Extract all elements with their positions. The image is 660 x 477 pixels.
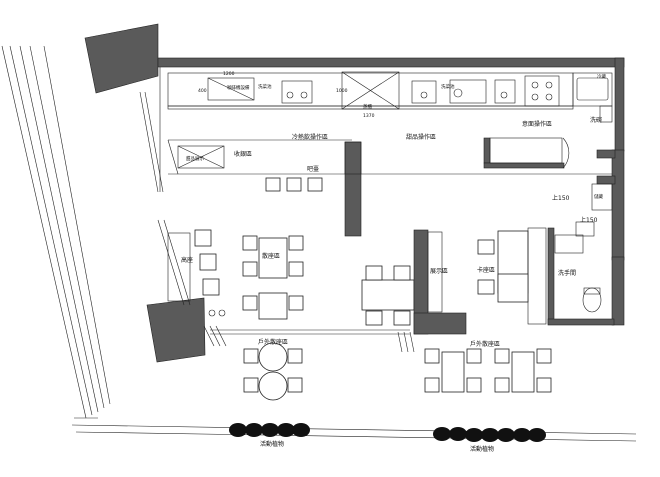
label-display-area: 展示區 [430, 268, 448, 275]
label-noodle-prep: 意面操作區 [522, 120, 552, 128]
label-sink-2: 洗菜池 [441, 83, 455, 90]
restroom [547, 221, 615, 326]
label-cold-dessert-prep: 冷熱飲操作區 [292, 133, 328, 141]
label-steam: 蒸櫃 [363, 103, 372, 110]
label-planters-left: 活動植物 [260, 440, 284, 448]
street-lines [1, 45, 637, 442]
label-scattered-seating: 散座區 [262, 252, 280, 260]
kitchen-partitions [344, 137, 616, 237]
planters-right [433, 427, 546, 442]
label-outdoor-left: 戶外散座區 [258, 338, 288, 346]
label-dim-1200: 1200 [223, 71, 235, 77]
label-display-cabinet: 甜品展示 [186, 155, 204, 162]
outdoor-seating-left [243, 342, 303, 401]
scattered-seating-tables [242, 235, 415, 326]
outdoor-seating-right [424, 348, 552, 393]
label-level-150-a: 上150 [552, 194, 570, 202]
label-wash: 洗碗 [590, 116, 602, 124]
label-high-seats: 高座 [181, 256, 193, 264]
label-cashier: 收銀區 [234, 150, 252, 158]
label-equipment: 咖啡機設備 [227, 84, 250, 91]
label-dessert-prep: 甜品操作區 [406, 133, 436, 141]
kitchen-counter [167, 71, 613, 175]
column-top-left [84, 23, 159, 94]
label-planters-right: 活動植物 [470, 445, 494, 453]
booth-seating [477, 227, 547, 325]
high-seats-group [157, 219, 220, 306]
label-dim-1370: 1370 [363, 113, 375, 119]
entry-gates [203, 309, 415, 353]
bar-stools [265, 177, 323, 192]
label-storage: 儲藏 [594, 193, 603, 200]
label-fridge: 冷藏 [597, 73, 606, 80]
label-sink-1: 洗菜池 [258, 83, 272, 90]
column-bottom-left [146, 297, 206, 363]
planters-left [229, 423, 310, 437]
label-dim-1000: 1000 [336, 88, 348, 94]
label-outdoor-right: 戶外散座區 [470, 340, 500, 348]
display-area [413, 229, 467, 335]
label-dim-400: 400 [198, 88, 207, 94]
label-bar-seats: 吧臺 [307, 165, 319, 173]
label-level-150-b: 上150 [580, 216, 598, 224]
label-booth-seating: 卡座區 [477, 266, 495, 274]
label-restroom: 洗手間 [558, 269, 576, 277]
